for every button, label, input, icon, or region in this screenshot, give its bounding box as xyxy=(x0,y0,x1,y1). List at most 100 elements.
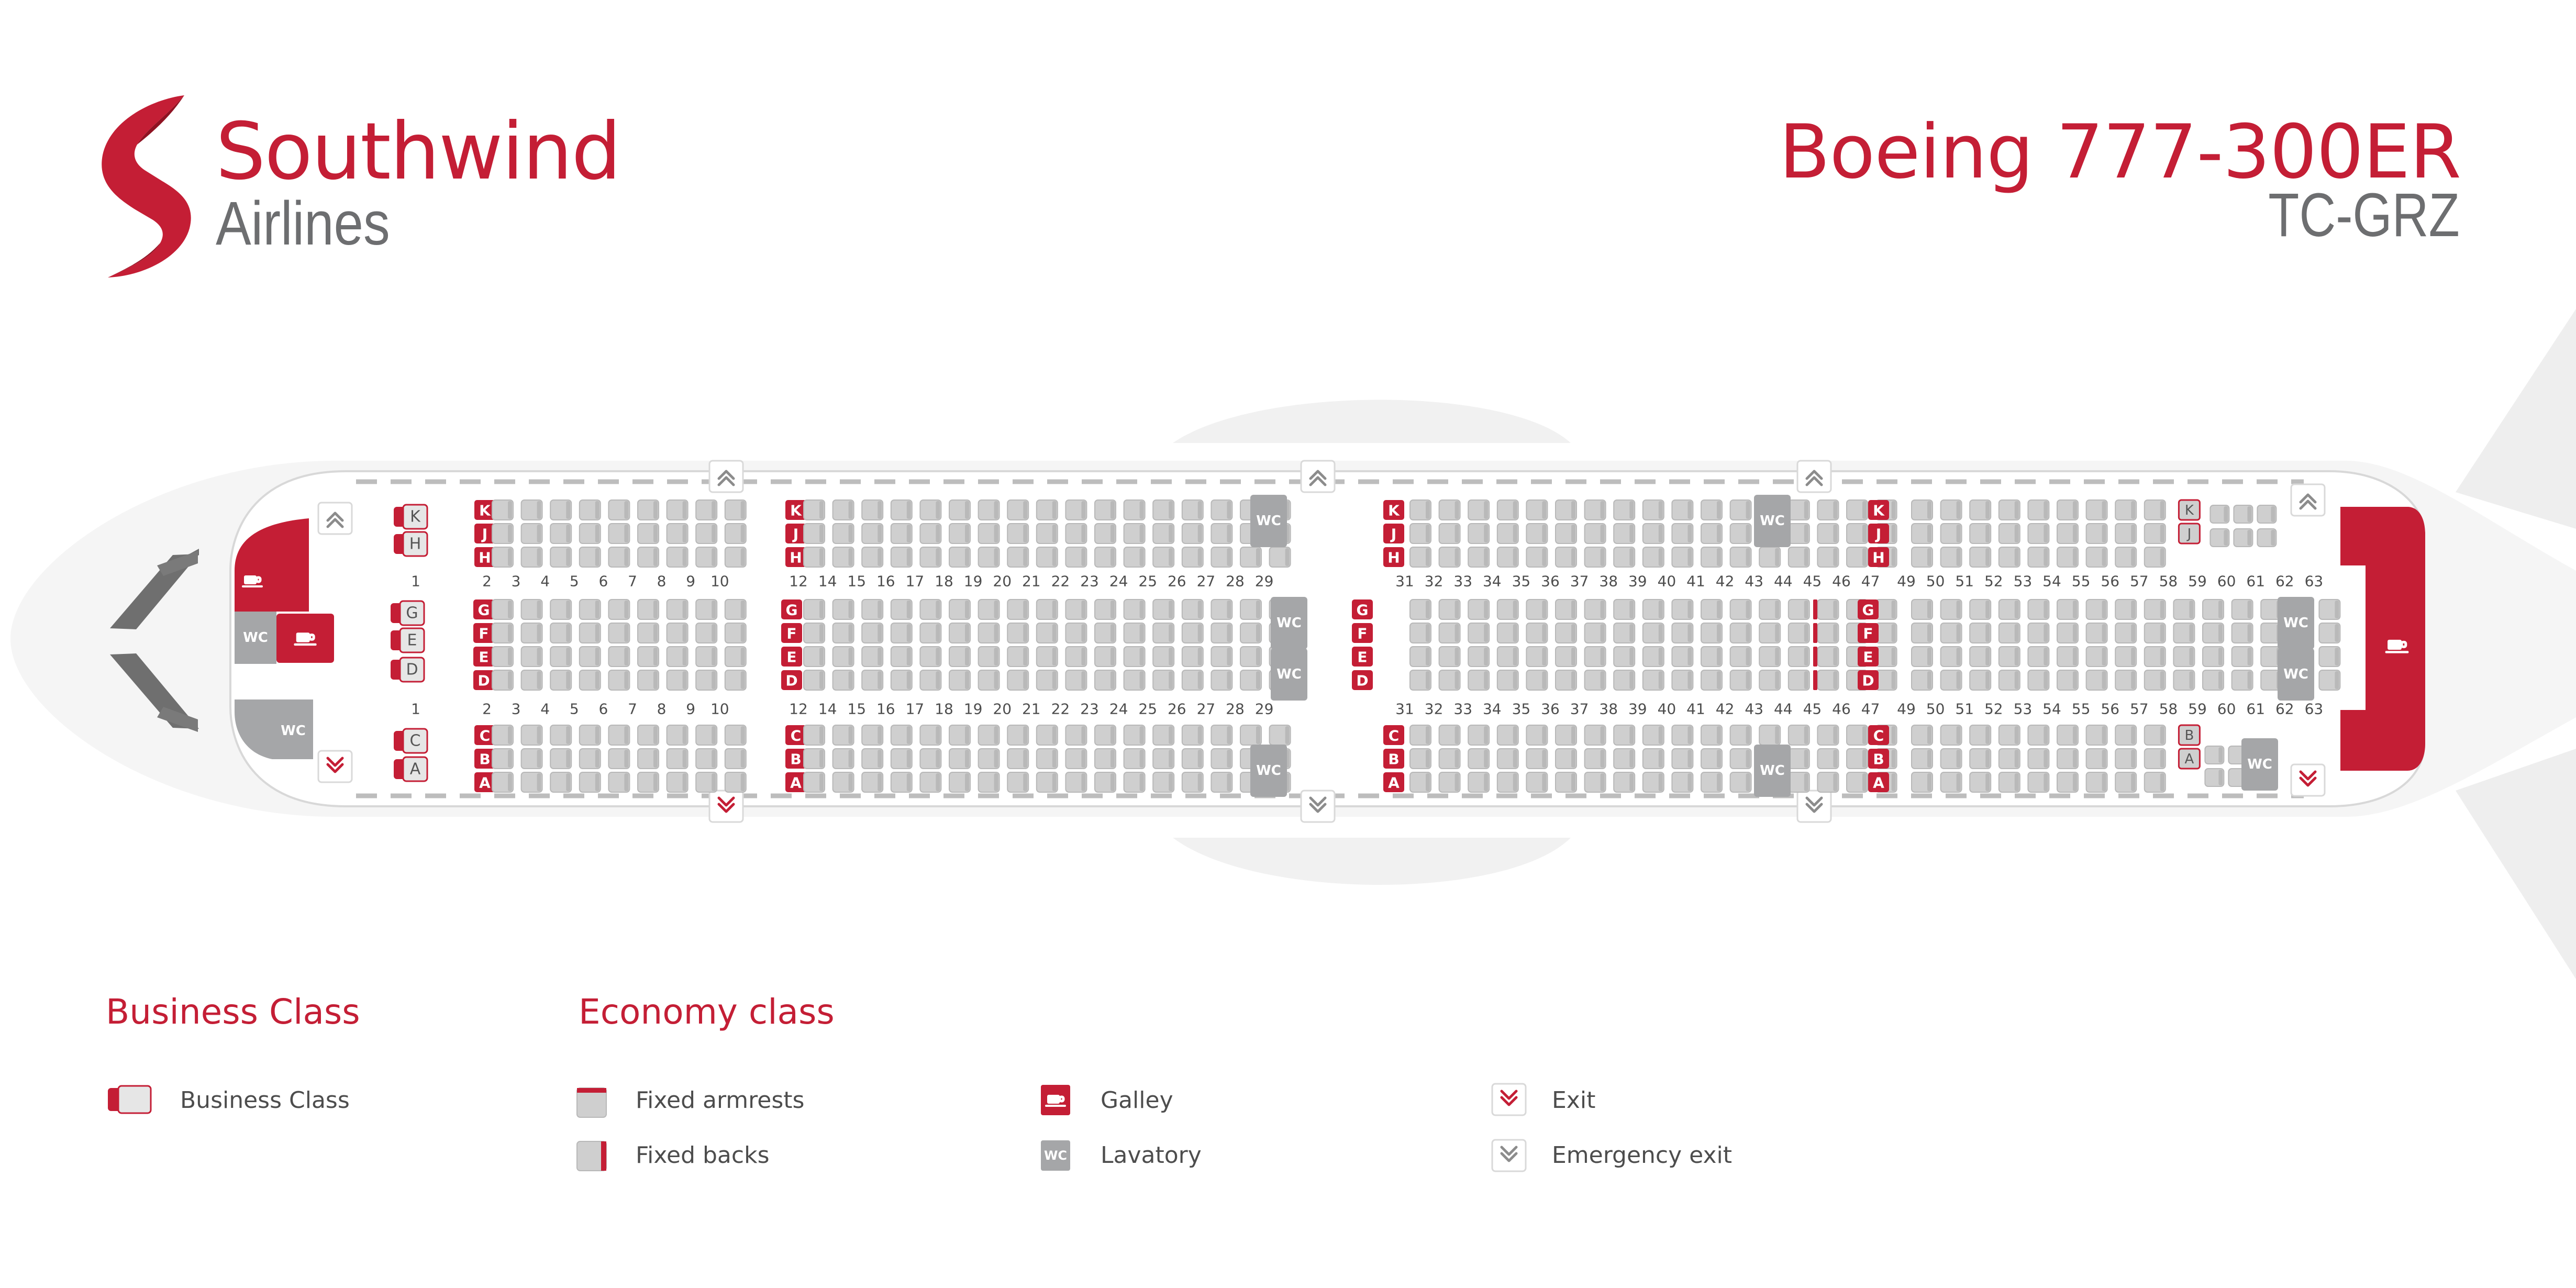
seat xyxy=(1007,725,1029,746)
seat xyxy=(666,547,689,568)
seat-letter-label: D xyxy=(473,670,494,690)
seat-letter: K xyxy=(1873,502,1885,519)
seat xyxy=(1240,725,1262,746)
seat xyxy=(1613,547,1636,568)
row-number: 58 xyxy=(2159,573,2178,590)
row-number: 28 xyxy=(1226,573,1245,590)
seat xyxy=(637,670,659,691)
row-number: 57 xyxy=(2130,701,2149,718)
seat xyxy=(832,725,854,746)
seat xyxy=(1152,499,1175,520)
seat xyxy=(1998,725,2020,746)
seat xyxy=(2202,646,2224,667)
seat xyxy=(1729,547,1752,568)
seat xyxy=(520,547,543,568)
seat xyxy=(1240,670,1262,691)
row-number: 10 xyxy=(710,701,729,718)
seat-letter: D xyxy=(1356,672,1368,690)
seat xyxy=(861,623,884,643)
seat xyxy=(1065,547,1087,568)
business-seat: G xyxy=(391,600,425,626)
seat xyxy=(919,748,942,769)
seat xyxy=(2144,646,2166,667)
seat xyxy=(1998,623,2020,643)
seat xyxy=(637,523,659,544)
seat xyxy=(1123,523,1146,544)
row-number: 21 xyxy=(1022,573,1041,590)
seat xyxy=(1094,499,1116,520)
seat xyxy=(1123,670,1146,691)
seat-letter-label: D xyxy=(1352,670,1373,690)
seat xyxy=(550,523,572,544)
seat xyxy=(1496,725,1519,746)
seat xyxy=(1438,599,1461,620)
seat xyxy=(1555,499,1577,520)
seat xyxy=(1846,547,1868,568)
seat xyxy=(2144,670,2166,691)
row-number: 6 xyxy=(598,573,608,590)
seat xyxy=(1998,499,2020,520)
seat xyxy=(832,670,854,691)
seat xyxy=(520,772,543,793)
seat xyxy=(1094,547,1116,568)
seat xyxy=(1642,599,1664,620)
seat xyxy=(1181,772,1204,793)
seat xyxy=(1438,772,1461,793)
seat xyxy=(520,725,543,746)
seat xyxy=(2144,547,2166,568)
seat xyxy=(608,772,630,793)
seat xyxy=(492,523,514,544)
rear-galley xyxy=(2340,507,2425,771)
seat-letter-label: J xyxy=(1383,524,1404,543)
seat xyxy=(1940,646,1962,667)
seat-letter: J xyxy=(481,526,487,543)
seat xyxy=(978,748,1000,769)
seat xyxy=(1729,646,1752,667)
row-number: 53 xyxy=(2014,573,2033,590)
business-row-number: 1 xyxy=(411,573,420,590)
seat xyxy=(1468,646,1490,667)
seat xyxy=(2173,599,2195,620)
exit-marker xyxy=(1300,460,1336,493)
seat xyxy=(724,599,747,620)
seat xyxy=(608,499,630,520)
seat xyxy=(1094,523,1116,544)
seat xyxy=(949,772,971,793)
seat-letter: G xyxy=(1357,602,1369,619)
seat xyxy=(949,623,971,643)
seat xyxy=(666,670,689,691)
seat xyxy=(1911,748,1933,769)
seat xyxy=(832,499,854,520)
seat xyxy=(637,623,659,643)
row-number: 61 xyxy=(2246,701,2265,718)
seat xyxy=(949,670,971,691)
seat xyxy=(832,599,854,620)
seat xyxy=(1787,748,1810,769)
seat xyxy=(637,748,659,769)
seat xyxy=(1240,547,1262,568)
seat-letter-label: F xyxy=(1858,623,1879,643)
seat xyxy=(1729,523,1752,544)
seat xyxy=(1969,748,1992,769)
seat xyxy=(1911,547,1933,568)
seat xyxy=(1152,725,1175,746)
wing-bottom xyxy=(1173,838,1571,885)
row-number: 54 xyxy=(2042,573,2061,590)
seat xyxy=(1969,670,1992,691)
seat-letter: D xyxy=(1862,672,1874,690)
seat xyxy=(1526,547,1548,568)
seat xyxy=(1468,670,1490,691)
seat xyxy=(550,499,572,520)
lavatory-label: WC xyxy=(243,630,268,646)
seat-letter: D xyxy=(478,672,490,690)
seat xyxy=(2057,725,2079,746)
business-seat: K xyxy=(394,504,428,530)
seat xyxy=(803,499,825,520)
seat-letter: J xyxy=(792,526,798,543)
seat xyxy=(2318,646,2341,667)
lavatory-label: WC xyxy=(2283,615,2308,631)
seat xyxy=(520,599,543,620)
seat xyxy=(1036,772,1058,793)
row-number: 37 xyxy=(1570,573,1589,590)
lavatory-label: WC xyxy=(1276,667,1302,682)
